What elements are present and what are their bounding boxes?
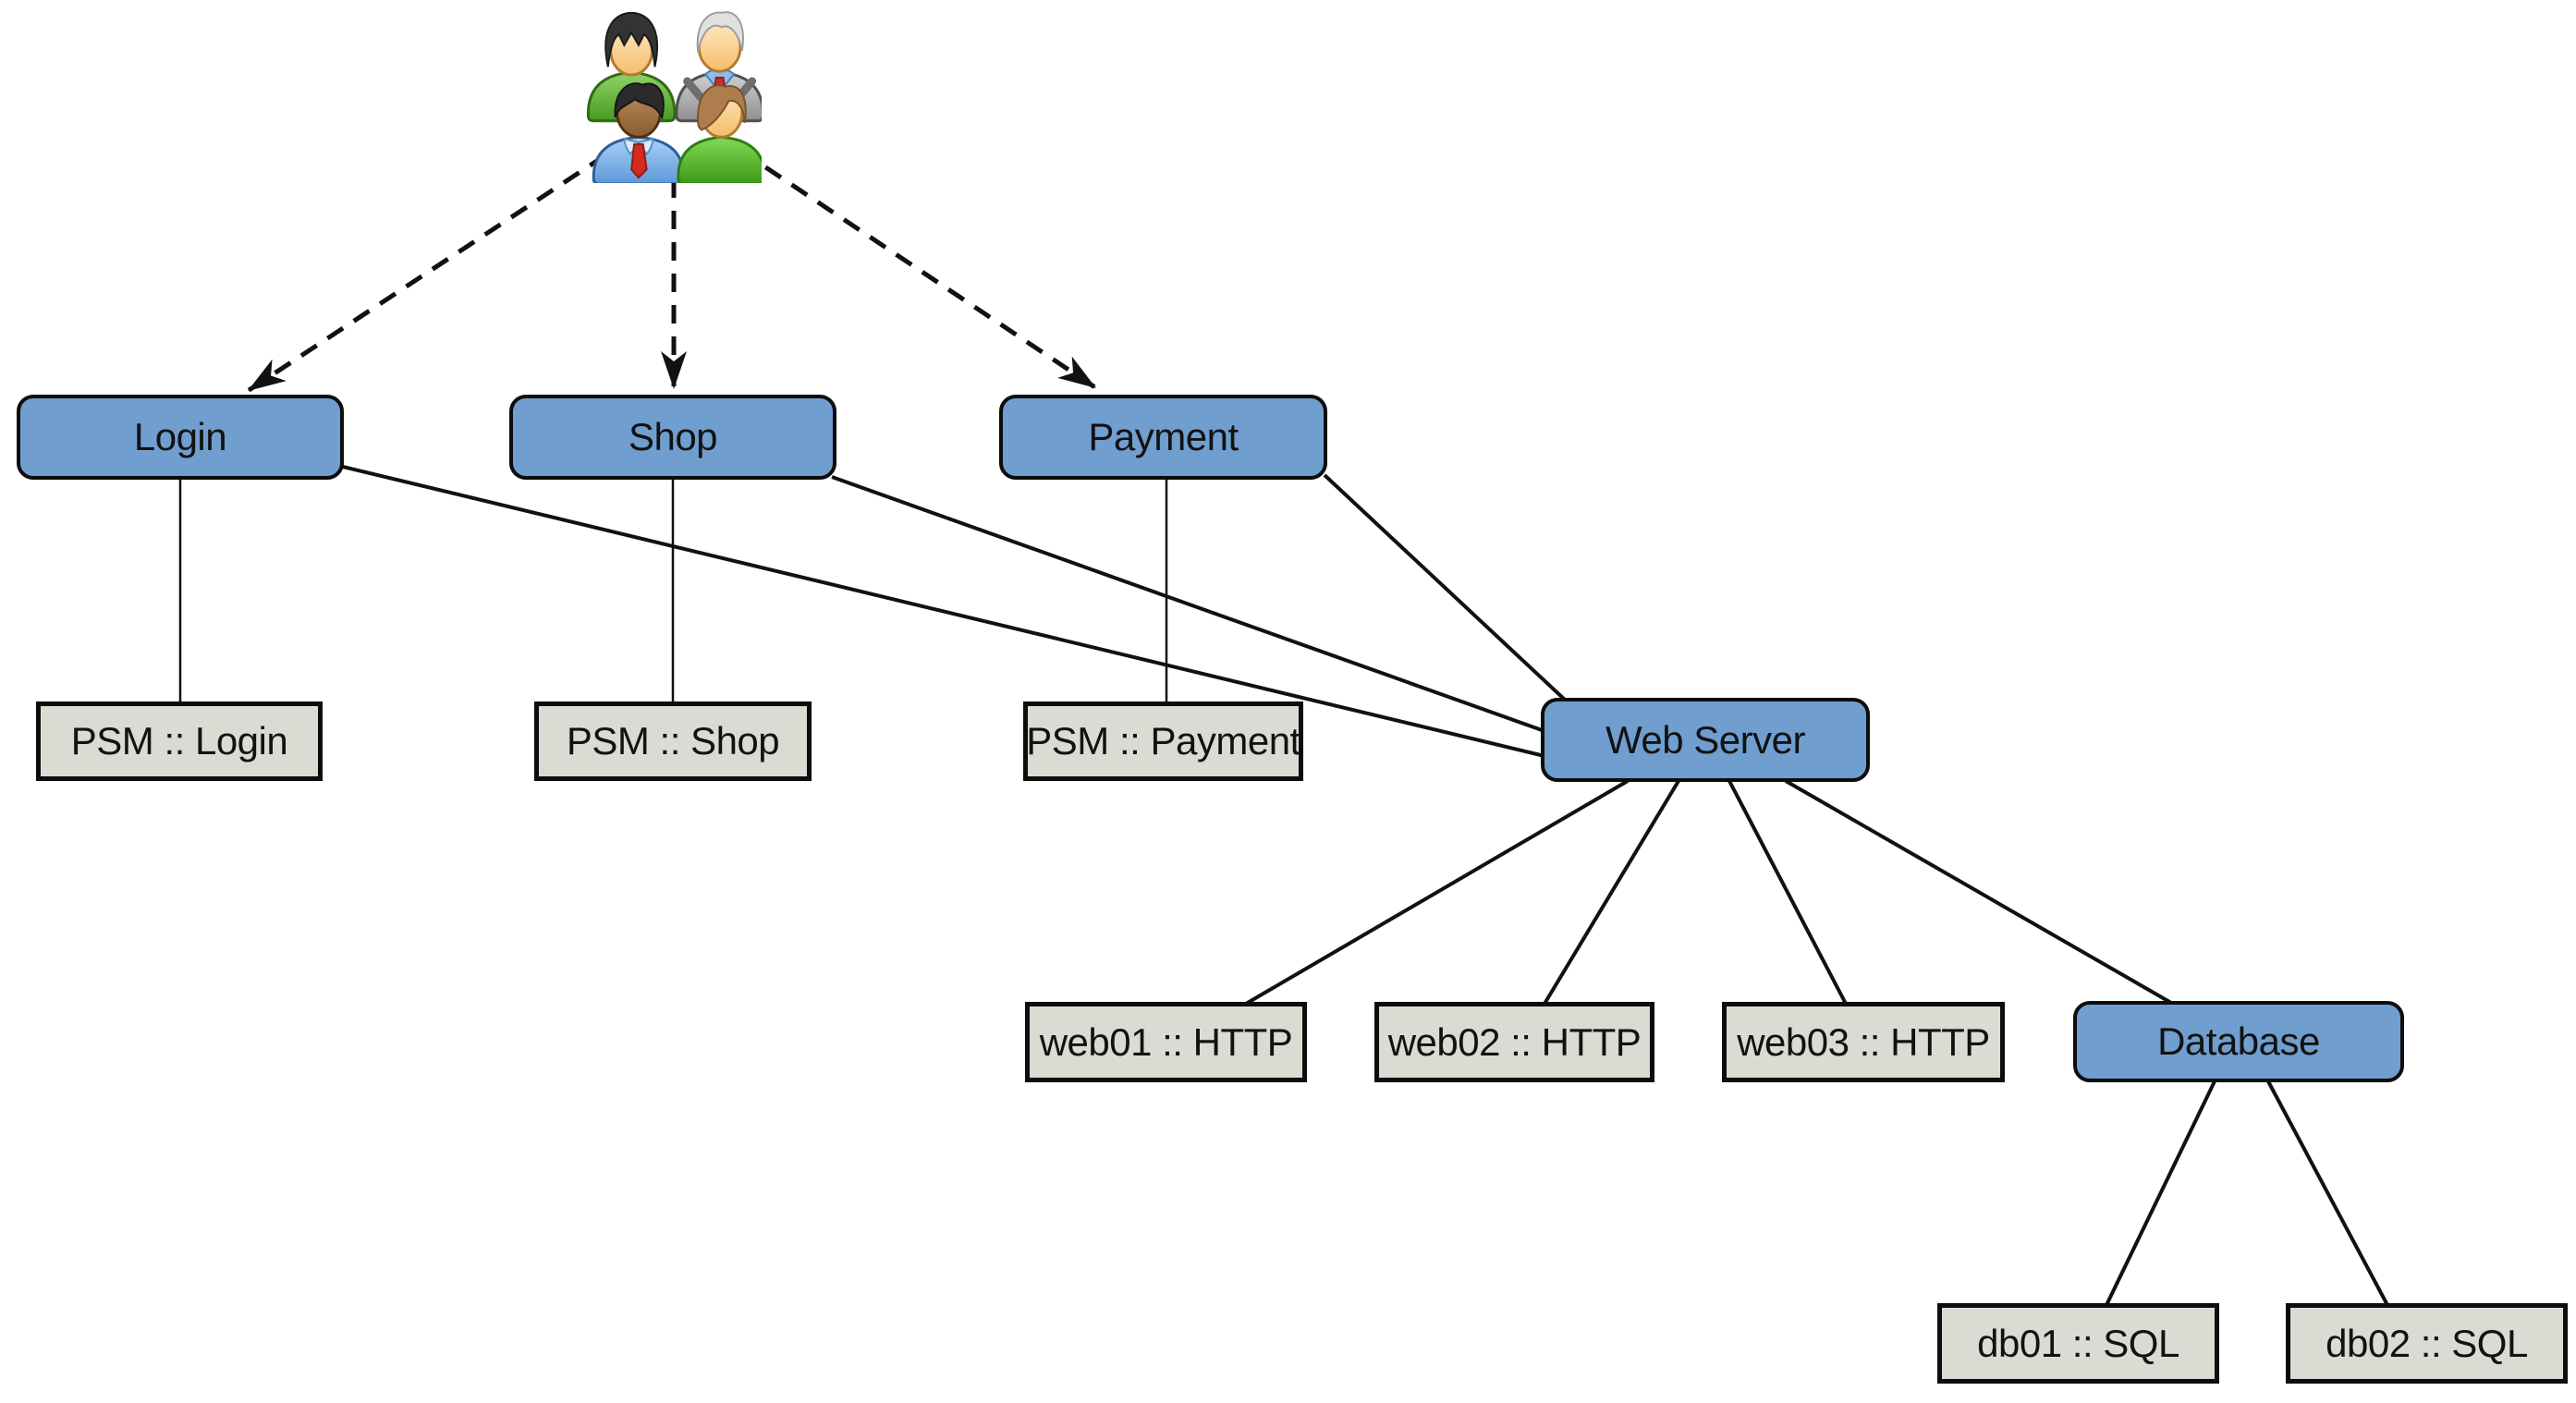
- edge-users-login: [246, 152, 607, 394]
- edge-shop-webserver: [831, 475, 1545, 733]
- node-db01: db01 :: SQL: [1937, 1303, 2219, 1384]
- users-group-icon: [586, 11, 762, 183]
- edge-login-webserver: [342, 465, 1545, 758]
- node-web-server: Web Server: [1541, 698, 1870, 782]
- node-web01: web01 :: HTTP: [1025, 1002, 1307, 1082]
- node-psm-login: PSM :: Login: [36, 702, 323, 781]
- edge-webserver-database: [1785, 779, 2172, 1005]
- edge-webserver-web03: [1728, 780, 1848, 1005]
- person-green-shirt: [677, 84, 762, 183]
- node-web03: web03 :: HTTP: [1722, 1002, 2005, 1082]
- node-login: Login: [17, 395, 344, 480]
- edge-webserver-web02: [1543, 779, 1680, 1006]
- edge-webserver-web01: [1244, 779, 1630, 1006]
- edge-database-db01: [2105, 1080, 2216, 1306]
- node-db02: db02 :: SQL: [2286, 1303, 2568, 1384]
- node-shop: Shop: [509, 395, 836, 480]
- node-payment: Payment: [999, 395, 1327, 480]
- edge-database-db02: [2266, 1080, 2389, 1306]
- edge-payment-webserver: [1323, 473, 1568, 702]
- node-web02: web02 :: HTTP: [1374, 1002, 1654, 1082]
- person-man-blue-shirt: [592, 82, 686, 183]
- node-psm-shop: PSM :: Shop: [534, 702, 812, 781]
- node-psm-payment: PSM :: Payment: [1023, 702, 1303, 781]
- edge-users-payment: [738, 147, 1098, 391]
- node-database: Database: [2073, 1001, 2404, 1082]
